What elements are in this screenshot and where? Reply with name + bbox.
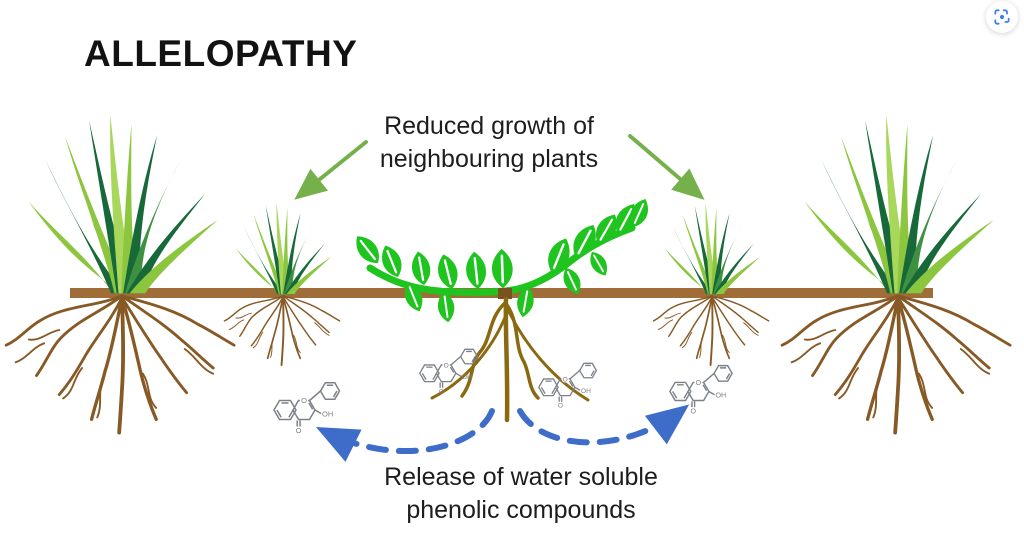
molecule-left — [273, 382, 341, 436]
roots-small-left — [223, 294, 341, 367]
screen-capture-icon — [992, 7, 1012, 27]
screen-capture-button[interactable] — [986, 1, 1018, 33]
roots-large-left — [4, 293, 237, 435]
annotation-reduced-growth: Reduced growth of neighbouring plants — [379, 112, 599, 173]
annotation-release: Release of water soluble phenolic compou… — [384, 463, 658, 524]
reduced-growth-arrow-right — [628, 134, 705, 200]
grass-plant-large-right — [804, 114, 994, 294]
page-title: ALLELOPATHY — [84, 32, 358, 74]
grass-plant-large-left — [28, 114, 218, 294]
roots-large-right — [780, 293, 1013, 435]
release-arrow-left — [315, 408, 495, 462]
release-arrow-right — [517, 404, 690, 446]
roots-small-right — [652, 294, 770, 367]
grass-plant-small-right — [663, 202, 761, 295]
grass-plant-small-left — [234, 202, 332, 295]
vine-stem-soil-junction — [498, 288, 512, 299]
vine-taproot — [430, 296, 590, 423]
vine-plant — [348, 194, 654, 423]
reduced-growth-arrow-left — [294, 140, 368, 200]
molecule-right — [669, 364, 733, 417]
